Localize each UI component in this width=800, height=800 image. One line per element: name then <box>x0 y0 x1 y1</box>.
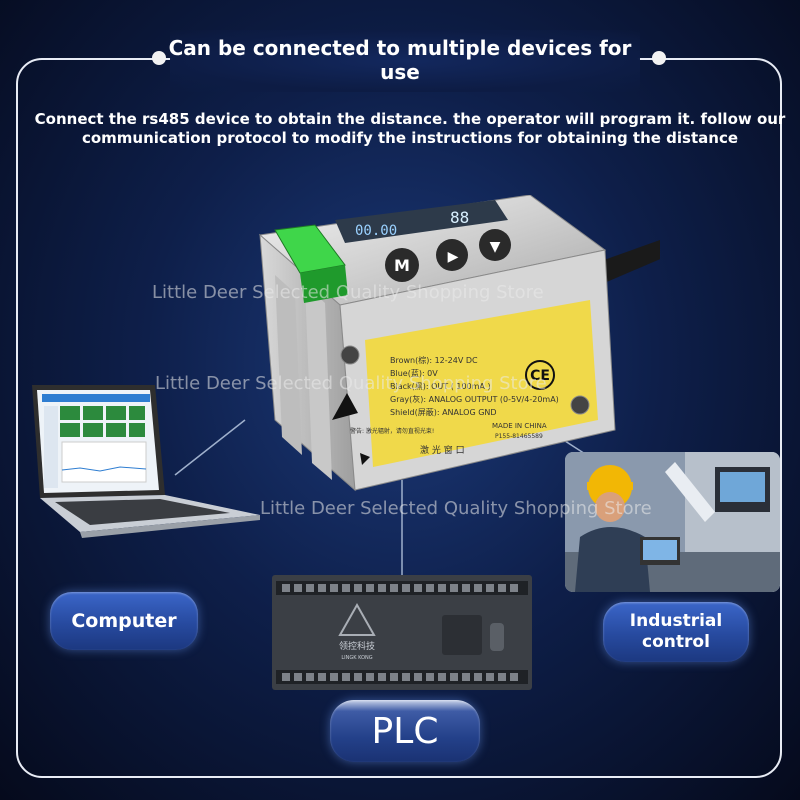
title-backdrop <box>170 30 640 92</box>
plc-brand: 领控科技 <box>339 640 375 652</box>
page-title: Can be connected to multiple devices for… <box>168 36 632 84</box>
wiring-line-5: Shield(屏蔽): ANALOG GND <box>390 407 497 417</box>
wiring-line-4: Gray(灰): ANALOG OUTPUT (0-5V/4-20mA) <box>390 394 559 404</box>
sensor-display-alt: 88 <box>450 208 469 227</box>
computer-label: Computer <box>50 592 198 650</box>
ce-mark: CE <box>530 368 550 384</box>
wiring-line-2: Blue(蓝): 0V <box>390 368 438 378</box>
wiring-line-1: Brown(棕): 12-24V DC <box>390 355 478 365</box>
plc-brand-en: LINGK KONG <box>341 655 372 661</box>
svg-text:▼: ▼ <box>490 239 501 255</box>
watermark: Little Deer Selected Quality Shopping St… <box>152 282 544 303</box>
plc-label: PLC <box>330 700 480 762</box>
frame-dot-left <box>152 51 166 65</box>
computer-label-text: Computer <box>71 610 177 632</box>
plc-image: 领控科技 LINGK KONG <box>272 575 532 690</box>
wiring-line-3: Black(黑): OUT ( 100mA ) <box>390 382 491 391</box>
laser-window-label: 激 光 窗 口 <box>420 444 465 456</box>
laptop-image <box>32 385 260 538</box>
industrial-control-label-text: Industrial control <box>629 611 723 652</box>
sensor-button-m: M <box>385 248 419 282</box>
laser-distance-sensor: 00.00 88 M ▶ ▼ Brown(棕): 12-24V DC Blue(… <box>258 195 660 492</box>
watermark: Little Deer Selected Quality Shopping St… <box>260 498 652 519</box>
warning-text: 警告: 激光辐射，请勿直视光束! <box>350 427 434 435</box>
sensor-display: 00.00 <box>355 223 397 239</box>
industrial-control-image <box>565 452 780 592</box>
watermark: Little Deer Selected Quality Shopping St… <box>155 373 547 394</box>
svg-text:▶: ▶ <box>448 249 459 265</box>
page-description: Connect the rs485 device to obtain the d… <box>34 110 786 147</box>
frame-dot-right <box>652 51 666 65</box>
serial-text: P155-81465589 <box>495 433 543 440</box>
sensor-button-right: ▶ <box>436 239 468 271</box>
made-in-text: MADE IN CHINA <box>492 422 547 430</box>
plc-label-text: PLC <box>371 710 439 752</box>
industrial-control-label: Industrial control <box>603 602 749 662</box>
sensor-button-down: ▼ <box>479 229 511 261</box>
svg-text:M: M <box>394 256 410 275</box>
